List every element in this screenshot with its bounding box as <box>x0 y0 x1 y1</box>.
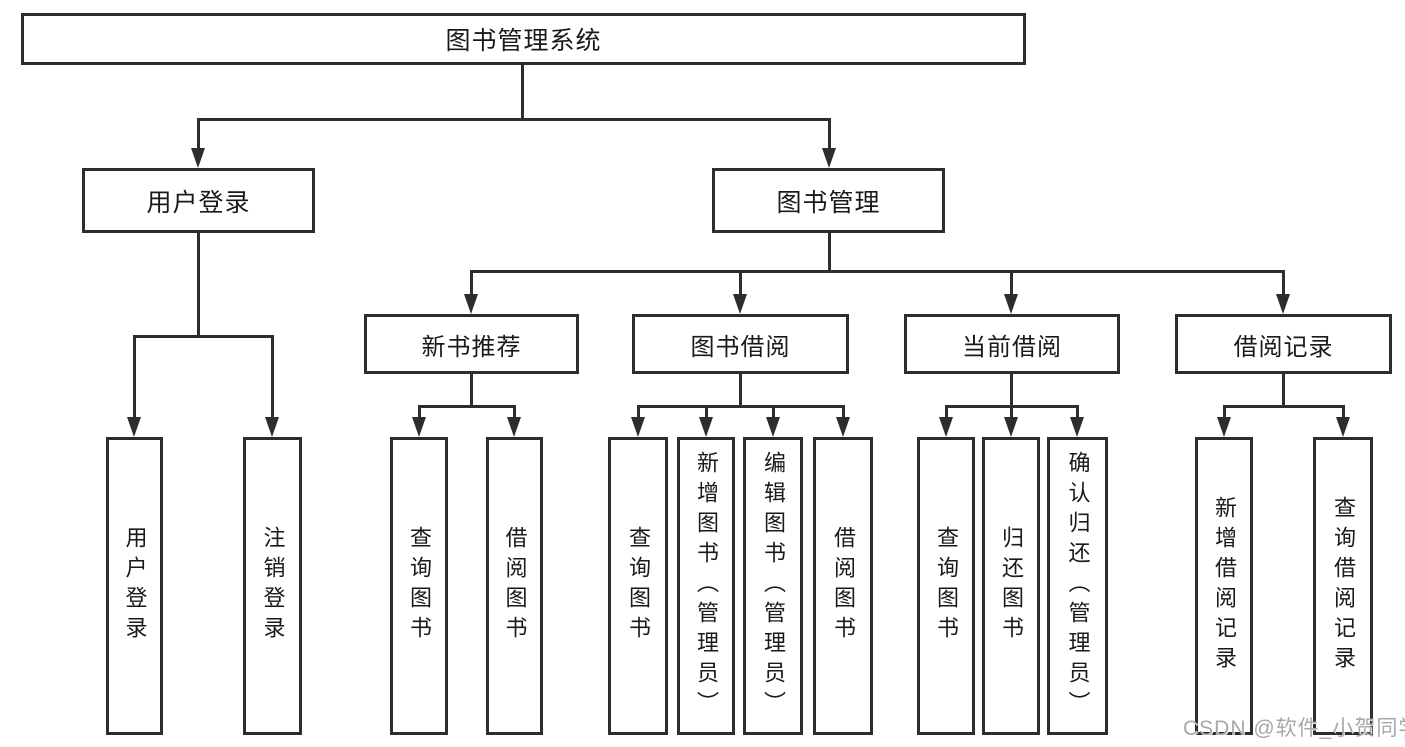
leaf-query-books-current-label: 查询图书 <box>934 526 959 646</box>
leaf-query-books-borrow-label: 查询图书 <box>626 526 651 646</box>
leaf-add-book-admin: 新增图书（管理员） <box>677 437 735 735</box>
connector-drop-l4 <box>513 405 516 419</box>
connector-root-hbar <box>197 118 831 121</box>
connector-user-login-hbar <box>133 335 274 338</box>
node-borrow-records-label: 借阅记录 <box>1233 333 1334 361</box>
connector-borrow-records-stub <box>1282 374 1285 408</box>
arrowhead-new-book <box>464 294 478 314</box>
leaf-borrow-books-2: 借阅图书 <box>813 437 873 735</box>
leaf-confirm-return-admin-label: 确认归还（管理员） <box>1065 451 1091 721</box>
leaf-query-books-current: 查询图书 <box>917 437 975 735</box>
arrowhead-l11 <box>1070 417 1084 437</box>
arrowhead-l5 <box>631 417 645 437</box>
node-user-login: 用户登录 <box>82 168 315 233</box>
arrowhead-current-borrow <box>1004 294 1018 314</box>
node-user-login-label: 用户登录 <box>146 188 251 217</box>
connector-drop-l12 <box>1223 405 1226 419</box>
connector-drop-l11 <box>1076 405 1079 419</box>
leaf-add-borrow-record-label: 新增借阅记录 <box>1212 496 1237 676</box>
connector-new-book-stub <box>470 374 473 408</box>
leaf-borrow-books-2-label: 借阅图书 <box>831 526 856 646</box>
leaf-add-borrow-record: 新增借阅记录 <box>1195 437 1253 735</box>
arrowhead-l7 <box>766 417 780 437</box>
leaf-confirm-return-admin: 确认归还（管理员） <box>1047 437 1108 735</box>
node-book-borrow-label: 图书借阅 <box>690 333 791 361</box>
arrowhead-l8 <box>836 417 850 437</box>
arrowhead-l10 <box>1004 417 1018 437</box>
connector-root-trunk <box>521 65 524 118</box>
leaf-query-borrow-record: 查询借阅记录 <box>1313 437 1373 735</box>
arrowhead-leaf-logout <box>265 417 279 437</box>
watermark: CSDN @软件_小贺同学 <box>1183 717 1405 740</box>
arrowhead-book-borrow <box>733 294 747 314</box>
leaf-edit-book-admin: 编辑图书（管理员） <box>743 437 803 735</box>
leaf-add-book-admin-label: 新增图书（管理员） <box>694 451 719 721</box>
leaf-logout-label: 注销登录 <box>260 526 286 646</box>
leaf-query-books-recommend: 查询图书 <box>390 437 448 735</box>
leaf-user-login-label: 用户登录 <box>122 526 148 646</box>
connector-book-borrow-stub <box>739 374 742 408</box>
connector-book-mgmt-hbar <box>470 270 1285 273</box>
leaf-query-books-borrow: 查询图书 <box>608 437 668 735</box>
connector-book-borrow-hbar <box>637 405 845 408</box>
connector-drop-borrow-records <box>1282 270 1285 296</box>
node-book-management-label: 图书管理 <box>776 188 881 217</box>
leaf-return-book: 归还图书 <box>982 437 1040 735</box>
connector-drop-book-borrow <box>739 270 742 296</box>
arrowhead-user-login <box>191 148 205 168</box>
connector-drop-new-book <box>470 270 473 296</box>
arrowhead-l6 <box>699 417 713 437</box>
arrowhead-l3 <box>412 417 426 437</box>
connector-drop-book-mgmt <box>828 118 831 150</box>
arrowhead-leaf-user-login <box>127 417 141 437</box>
leaf-logout: 注销登录 <box>243 437 302 735</box>
arrowhead-l13 <box>1336 417 1350 437</box>
connector-new-book-hbar <box>418 405 516 408</box>
arrowhead-l12 <box>1217 417 1231 437</box>
node-current-borrow: 当前借阅 <box>904 314 1120 374</box>
connector-drop-l13 <box>1342 405 1345 419</box>
connector-drop-l3 <box>418 405 421 419</box>
leaf-return-book-label: 归还图书 <box>999 526 1024 646</box>
leaf-query-borrow-record-label: 查询借阅记录 <box>1331 496 1356 676</box>
connector-drop-l10 <box>1010 405 1013 419</box>
connector-drop-user-login <box>197 118 200 150</box>
connector-drop-leaf-user-login <box>133 335 136 419</box>
node-root-label: 图书管理系统 <box>445 27 602 55</box>
node-new-book-recommend: 新书推荐 <box>364 314 579 374</box>
arrowhead-l9 <box>939 417 953 437</box>
connector-current-borrow-stub <box>1010 374 1013 408</box>
connector-borrow-records-hbar <box>1223 405 1345 408</box>
leaf-borrow-books-recommend-label: 借阅图书 <box>502 526 528 646</box>
arrowhead-l4 <box>507 417 521 437</box>
connector-drop-l7 <box>772 405 775 419</box>
leaf-borrow-books-recommend: 借阅图书 <box>486 437 543 735</box>
node-book-borrow: 图书借阅 <box>632 314 849 374</box>
leaf-query-books-recommend-label: 查询图书 <box>407 526 432 646</box>
connector-drop-leaf-logout <box>271 335 274 419</box>
connector-drop-l5 <box>637 405 640 419</box>
connector-user-login-stub <box>197 233 200 335</box>
node-new-book-recommend-label: 新书推荐 <box>421 333 522 361</box>
leaf-user-login: 用户登录 <box>106 437 163 735</box>
node-borrow-records: 借阅记录 <box>1175 314 1392 374</box>
arrowhead-book-mgmt <box>822 148 836 168</box>
connector-drop-l9 <box>945 405 948 419</box>
connector-drop-l8 <box>842 405 845 419</box>
leaf-edit-book-admin-label: 编辑图书（管理员） <box>761 451 786 721</box>
node-current-borrow-label: 当前借阅 <box>962 333 1062 361</box>
node-book-management: 图书管理 <box>712 168 945 233</box>
arrowhead-borrow-records <box>1276 294 1290 314</box>
connector-book-mgmt-stub <box>828 233 831 272</box>
node-root: 图书管理系统 <box>21 13 1026 65</box>
connector-drop-current-borrow <box>1010 270 1013 296</box>
connector-drop-l6 <box>705 405 708 419</box>
